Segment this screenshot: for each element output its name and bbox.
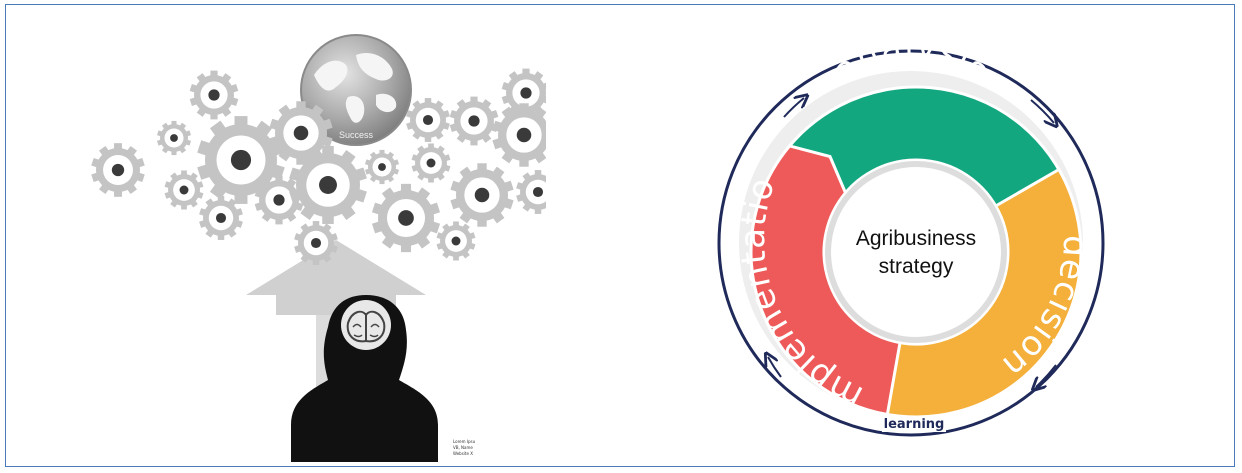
center-disc: [825, 161, 1007, 343]
dot-icon: [364, 149, 400, 185]
center-title-line1: Agribusiness: [856, 227, 976, 250]
cycle-segment-implementation: [749, 144, 902, 417]
head-silhouette-icon: [291, 295, 438, 462]
ring-arrow-icon: [1030, 99, 1054, 123]
learning-ring: learning: [717, 49, 1105, 437]
brain-icon: [341, 300, 391, 350]
globe-caption: Success: [339, 130, 374, 140]
bars-icon: [436, 221, 476, 261]
cart-icon: [91, 143, 145, 197]
ring-arrow-icon: [768, 357, 782, 378]
gear-cluster: [91, 68, 546, 265]
globe-icon: Success: [300, 34, 412, 146]
calculator-icon: [269, 101, 333, 165]
bulb-icon: [371, 183, 441, 253]
center-title-line2: strategy: [879, 255, 954, 278]
fuel-icon: [294, 221, 338, 265]
cycle-segments: [749, 85, 1083, 419]
credit-line: Website X: [453, 451, 473, 456]
chart-icon: [199, 196, 243, 240]
clock-icon: [289, 145, 367, 225]
lock-icon: [450, 163, 514, 227]
brain-gears-illustration: Success Lorem Ipsu VB, Name Website X: [66, 5, 546, 466]
ring-arrow-icon: [1036, 364, 1057, 387]
credit-text: Lorem Ipsu VB, Name Website X: [453, 439, 476, 456]
credit-line: VB, Name: [453, 445, 473, 450]
credit-line: Lorem Ipsu: [453, 439, 476, 444]
compass-icon: [516, 170, 546, 214]
ring-arrow-icon: [783, 98, 804, 118]
dollar-icon: [164, 170, 204, 210]
figure-frame: Success Lorem Ipsu VB, Name Website X: [5, 4, 1235, 467]
move-icon: [189, 70, 239, 120]
key-icon: [449, 96, 499, 146]
learning-label: learning: [884, 417, 945, 432]
hourglass-icon: [156, 120, 192, 156]
strategy-cycle-diagram: learning Agribusiness strategy analysis …: [706, 5, 1136, 466]
phone-icon: [406, 98, 450, 142]
people-icon: [501, 68, 546, 118]
plane-icon: [492, 103, 546, 167]
trophy-icon: [197, 116, 285, 204]
target-icon: [411, 143, 451, 183]
